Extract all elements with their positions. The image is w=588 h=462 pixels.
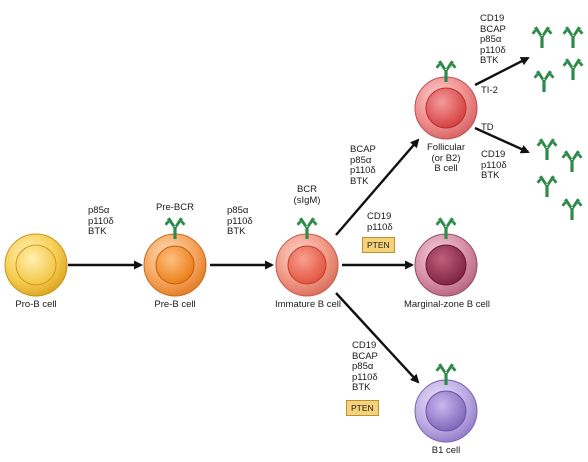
- td-antibodies: [536, 138, 583, 220]
- antibody-icon: [536, 175, 558, 197]
- pre-b-cell-label: Pre-B cell: [154, 299, 196, 310]
- follicular-b-cell-label: Follicular (or B2) B cell: [426, 142, 465, 174]
- pro-b-cell-label: Pro-B cell: [15, 299, 57, 310]
- antibody-icon: [561, 150, 583, 172]
- factors-ti2: CD19 BCAP p85α p110δ BTK: [480, 13, 506, 66]
- factors-pro-to-pre: p85α p110δ BTK: [88, 205, 114, 237]
- antibody-icon: [536, 138, 558, 160]
- pre-b-cell: [143, 217, 207, 297]
- immature-b-cell: [275, 217, 339, 297]
- arrow-ti2: [474, 56, 530, 87]
- pten-b1-box: PTEN: [346, 400, 379, 416]
- marginal-zone-b-cell-label: Marginal-zone B cell: [403, 299, 491, 310]
- factors-to-b1: CD19 BCAP p85α p110δ BTK: [352, 340, 378, 393]
- factors-to-marginal: CD19 p110δ: [367, 211, 393, 233]
- arrow-immature-to-follicular: [335, 138, 420, 236]
- factors-pre-to-immature: p85α p110δ BTK: [227, 205, 253, 237]
- factors-to-follicular: BCAP p85α p110δ BTK: [350, 144, 376, 187]
- pro-b-cell: [4, 233, 68, 297]
- pre-bcr-label: Pre-BCR: [155, 202, 194, 213]
- antibody-icon: [531, 26, 553, 48]
- pten-marginal-box: PTEN: [362, 237, 395, 253]
- arrow-td: [474, 126, 530, 154]
- immature-b-cell-label: Immature B cell: [275, 299, 341, 310]
- antibody-icon: [533, 70, 555, 92]
- antibody-icon: [562, 26, 584, 48]
- ti2-label: TI-2: [481, 85, 498, 96]
- td-label: TD: [481, 122, 494, 133]
- factors-td: CD19 p110δ BTK: [481, 149, 507, 181]
- bcr-label: BCR (sIgM): [293, 184, 321, 206]
- marginal-zone-b-cell: [414, 217, 478, 297]
- follicular-b-cell: [414, 60, 478, 140]
- antibody-icon: [561, 198, 583, 220]
- antibody-icon: [562, 58, 584, 80]
- arrow-immature-to-b1: [335, 292, 420, 384]
- ti2-antibodies: [531, 26, 584, 92]
- b1-cell: [414, 363, 478, 443]
- b1-cell-label: B1 cell: [431, 445, 461, 456]
